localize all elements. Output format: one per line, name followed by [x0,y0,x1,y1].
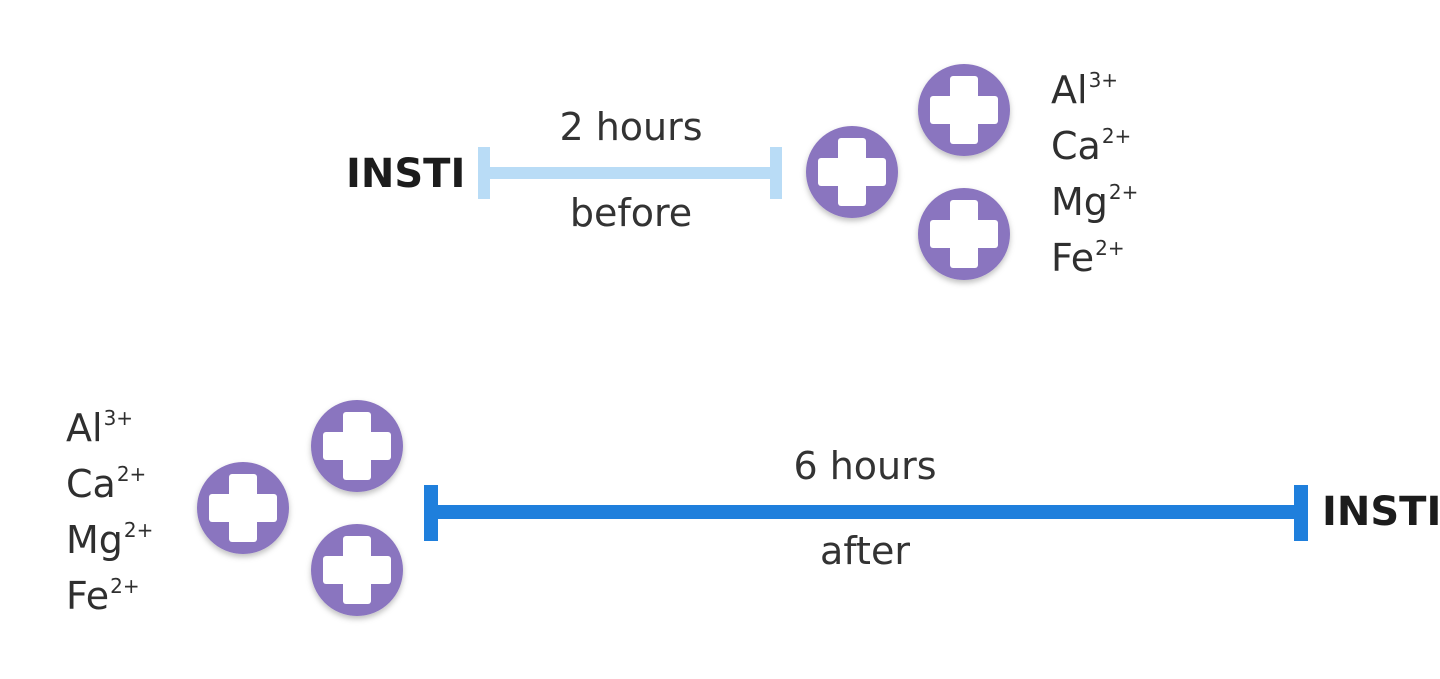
ion-aluminum: Al3+ [1051,68,1119,112]
ion-calcium: Ca2+ [66,462,147,506]
top-duration-label: 2 hours [559,105,703,149]
bottom-duration-label: 6 hours [793,444,937,488]
top-interval-bar [478,147,782,199]
ion-calcium: Ca2+ [1051,124,1132,168]
bottom-insti-label: INSTI [1322,489,1440,535]
plus-icon [311,524,403,616]
bottom-interval-bar [424,485,1308,541]
plus-icon [197,462,289,554]
bottom-ion-list: Al3+ Ca2+ Mg2+ Fe2+ [66,408,153,632]
plus-icon [918,188,1010,280]
ion-magnesium: Mg2+ [66,518,154,562]
bottom-relation-label: after [820,529,910,573]
ion-iron: Fe2+ [1051,236,1125,280]
plus-icon [918,64,1010,156]
plus-icon [806,126,898,218]
plus-icon [311,400,403,492]
top-ion-list: Al3+ Ca2+ Mg2+ Fe2+ [1051,70,1138,294]
ion-iron: Fe2+ [66,574,140,618]
top-relation-label: before [569,191,693,235]
ion-magnesium: Mg2+ [1051,180,1139,224]
top-insti-label: INSTI [346,151,466,197]
ion-aluminum: Al3+ [66,406,134,450]
